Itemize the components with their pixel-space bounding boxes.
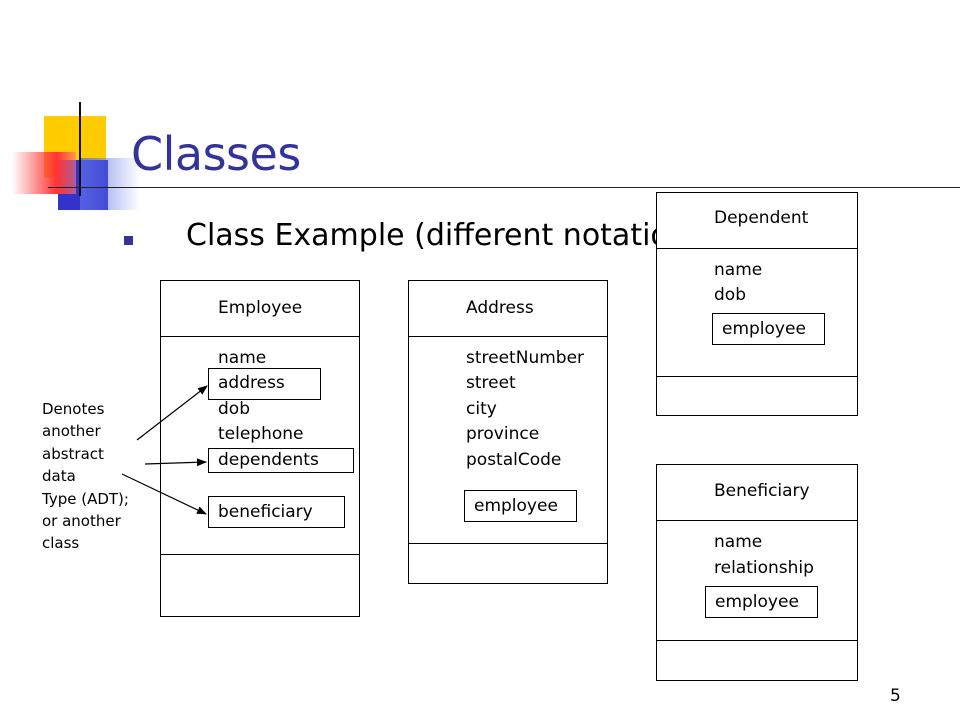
beneficiary-attr-name: name — [714, 532, 763, 552]
employee-attr-address: address — [218, 373, 285, 393]
dependent-attr-dob: dob — [714, 285, 746, 305]
beneficiary-attr-divider — [657, 640, 857, 641]
address-employee-box: employee — [464, 490, 577, 522]
slide-title: Classes — [131, 127, 301, 181]
corner-decoration — [0, 100, 960, 220]
address-attr-city: city — [466, 399, 497, 419]
dependent-class-name: Dependent — [714, 208, 809, 228]
arrow-to-dependents — [144, 458, 207, 467]
page-number: 5 — [890, 686, 901, 706]
employee-attr-divider — [161, 554, 359, 555]
beneficiary-attr-relationship: relationship — [714, 558, 814, 578]
employee-attr-dependents: dependents — [218, 450, 319, 470]
bullet-text: Class Example (different notation) — [186, 218, 700, 253]
dependent-employee-box: employee — [712, 313, 825, 345]
address-attr-divider — [409, 543, 607, 544]
beneficiary-employee-box: employee — [705, 586, 818, 618]
dependents-highlight-box — [208, 448, 354, 473]
bullet-marker — [124, 236, 133, 245]
employee-attr-name: name — [218, 348, 267, 368]
adt-annotation-note: Denotes another abstract data Type (ADT)… — [42, 400, 129, 553]
address-attr-street: street — [466, 373, 516, 393]
dependent-attr-divider — [657, 376, 857, 377]
address-attr-postalcode: postalCode — [466, 450, 562, 470]
arrow-to-address — [136, 385, 208, 441]
address-attr-province: province — [466, 424, 540, 444]
address-name-divider — [409, 336, 607, 337]
beneficiary-class-box — [656, 464, 858, 681]
deco-horizontal-line — [48, 187, 960, 188]
address-class-name: Address — [466, 298, 534, 318]
employee-name-divider — [161, 336, 359, 337]
arrow-to-beneficiary — [121, 473, 207, 515]
dependent-class-box — [656, 192, 858, 416]
beneficiary-class-name: Beneficiary — [714, 481, 810, 501]
deco-blue-fade — [80, 158, 140, 210]
address-class-box — [408, 280, 608, 584]
employee-beneficiary-box: beneficiary — [208, 496, 345, 528]
beneficiary-name-divider — [657, 520, 857, 521]
employee-attr-dob: dob — [218, 399, 250, 419]
employee-attr-telephone: telephone — [218, 424, 304, 444]
employee-class-name: Employee — [218, 298, 303, 318]
address-attr-streetnumber: streetNumber — [466, 348, 585, 368]
address-highlight-box — [208, 368, 321, 400]
deco-vertical-line — [79, 102, 81, 196]
dependent-attr-name: name — [714, 260, 763, 280]
dependent-name-divider — [657, 248, 857, 249]
